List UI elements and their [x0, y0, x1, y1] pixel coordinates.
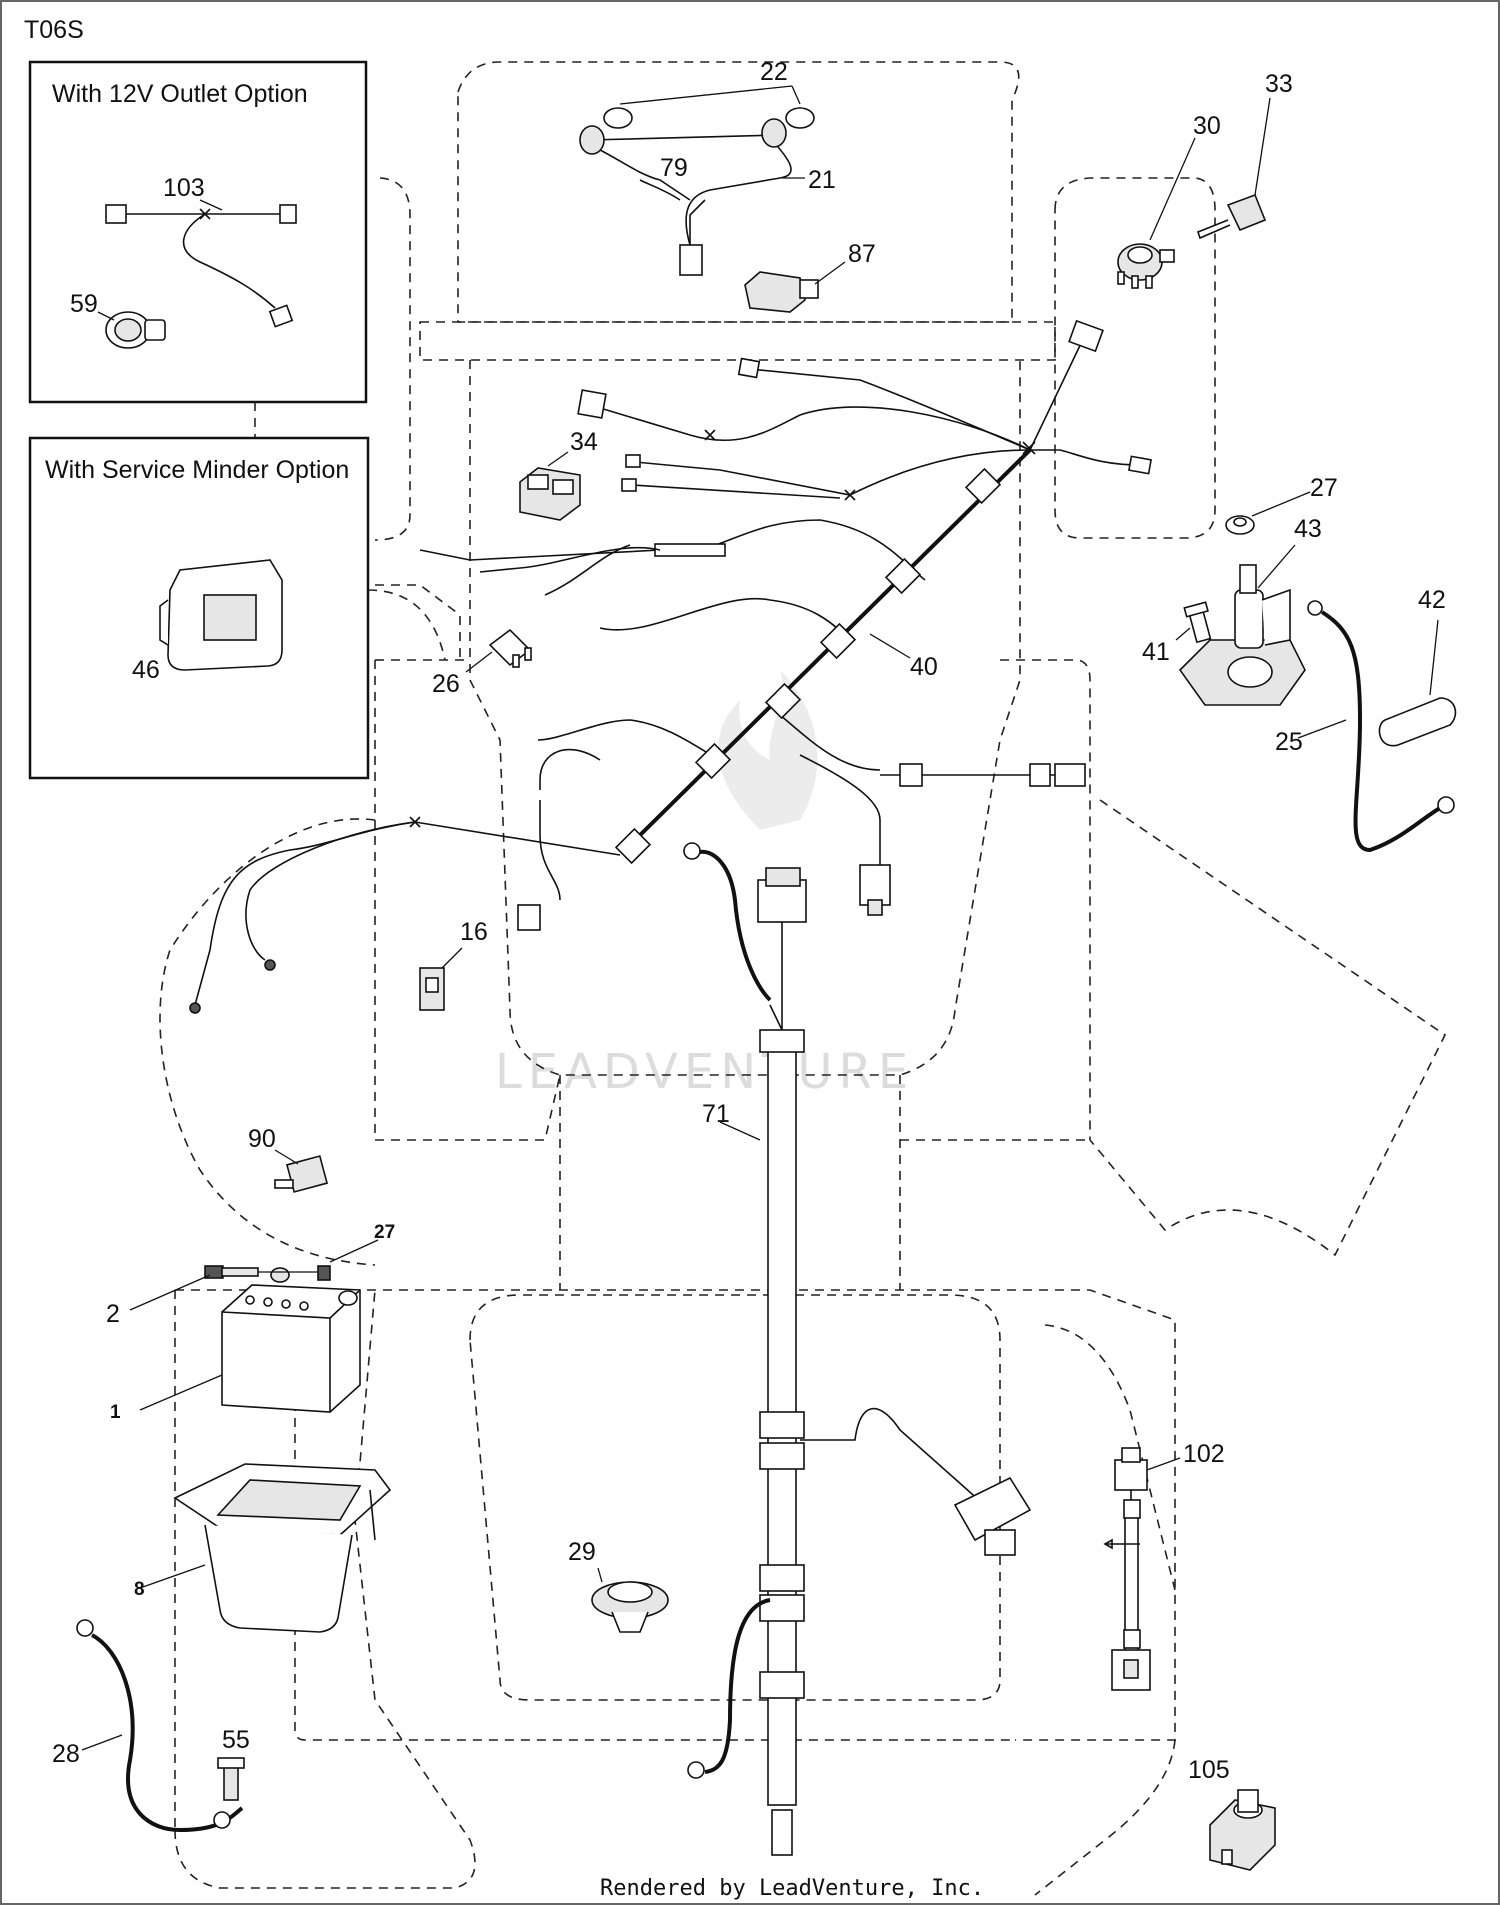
label-29: 29: [568, 1538, 596, 1566]
harness-103-connector-bottom: [268, 304, 294, 328]
label-90: 90: [248, 1125, 276, 1153]
option-box-service-minder-title: With Service Minder Option: [45, 456, 349, 484]
bolt-55-icon: [217, 1757, 245, 1801]
headlight-right-icon: [761, 118, 787, 148]
headlight-harness: 22 79 21: [579, 58, 836, 276]
label-102: 102: [1183, 1440, 1225, 1468]
label-33: 33: [1265, 70, 1293, 98]
nut-27-battery-icon: [317, 1265, 331, 1281]
bolt-41-icon: [1183, 601, 1212, 644]
battery-tray-8-icon: [173, 1463, 392, 1633]
diagram-code: T06S: [24, 16, 84, 44]
relay-87-icon: [744, 271, 819, 313]
splice-icon: [1022, 441, 1036, 455]
cable-28: [76, 1619, 244, 1833]
fuse-26-icon: [488, 628, 532, 668]
label-30: 30: [1193, 112, 1221, 140]
harness-71: 71: [683, 842, 1032, 1856]
nut-27-top-icon: [1225, 515, 1255, 535]
headlight-left-icon: [579, 125, 605, 155]
label-26: 26: [432, 670, 460, 698]
boot-42-icon: [1378, 697, 1457, 747]
label-105: 105: [1188, 1756, 1230, 1784]
label-42: 42: [1418, 586, 1446, 614]
solenoid-43-icon: [1178, 564, 1306, 706]
option-box-12v-title: With 12V Outlet Option: [52, 80, 308, 108]
watermark-flame-icon: [718, 670, 818, 830]
outlet-59-icon: [105, 311, 166, 349]
harness-103-splice-icon: [199, 208, 211, 220]
switch-90-icon: [274, 1155, 329, 1193]
label-27-battery: 27: [374, 1222, 395, 1243]
label-28: 28: [52, 1740, 80, 1768]
switch-34-icon: [519, 467, 581, 521]
harness-102: [1103, 1447, 1151, 1691]
label-8: 8: [134, 1579, 145, 1600]
label-41: 41: [1142, 638, 1170, 666]
headlight-plug-icon: [679, 244, 703, 276]
solenoid-105-icon: [1209, 1789, 1276, 1871]
option-box-service-minder: With Service Minder Option 46: [28, 436, 370, 780]
harness-103-connector-left: [105, 204, 127, 224]
label-2: 2: [106, 1300, 120, 1328]
label-71: 71: [702, 1100, 730, 1128]
key-33-icon: [1197, 193, 1267, 240]
label-27-top: 27: [1310, 474, 1338, 502]
main-harness-40: 40: [419, 319, 1152, 931]
label-87: 87: [848, 240, 876, 268]
label-79: 79: [660, 154, 688, 182]
label-34: 34: [570, 428, 598, 456]
label-40: 40: [910, 653, 938, 681]
harness-103-branch: [182, 213, 276, 309]
label-21: 21: [808, 166, 836, 194]
option-box-12v-outlet: With 12V Outlet Option 103 59: [28, 60, 368, 404]
label-46: 46: [132, 656, 160, 684]
bolt-2-icon: [204, 1265, 259, 1279]
label-43: 43: [1294, 515, 1322, 543]
label-22: 22: [760, 58, 788, 86]
plug-29-icon: [591, 1581, 669, 1633]
watermark-text: LEADVENTURE: [495, 1044, 914, 1100]
label-55: 55: [222, 1726, 250, 1754]
label-16: 16: [460, 918, 488, 946]
interlock-16-icon: [419, 967, 445, 1011]
battery-1-icon: [221, 1267, 361, 1413]
ignition-switch-30-icon: [1117, 243, 1175, 289]
label-1: 1: [110, 1402, 121, 1423]
harness-103-connector-right: [279, 204, 297, 224]
label-59: 59: [70, 290, 98, 318]
footer-credit: Rendered by LeadVenture, Inc.: [600, 1876, 984, 1901]
left-harness-branch: [189, 816, 621, 1014]
cable-25: [1307, 600, 1455, 853]
watermark: LEADVENTURE: [495, 670, 914, 1100]
service-minder-46-icon: [159, 559, 283, 671]
label-103: 103: [163, 174, 205, 202]
label-25: 25: [1275, 728, 1303, 756]
